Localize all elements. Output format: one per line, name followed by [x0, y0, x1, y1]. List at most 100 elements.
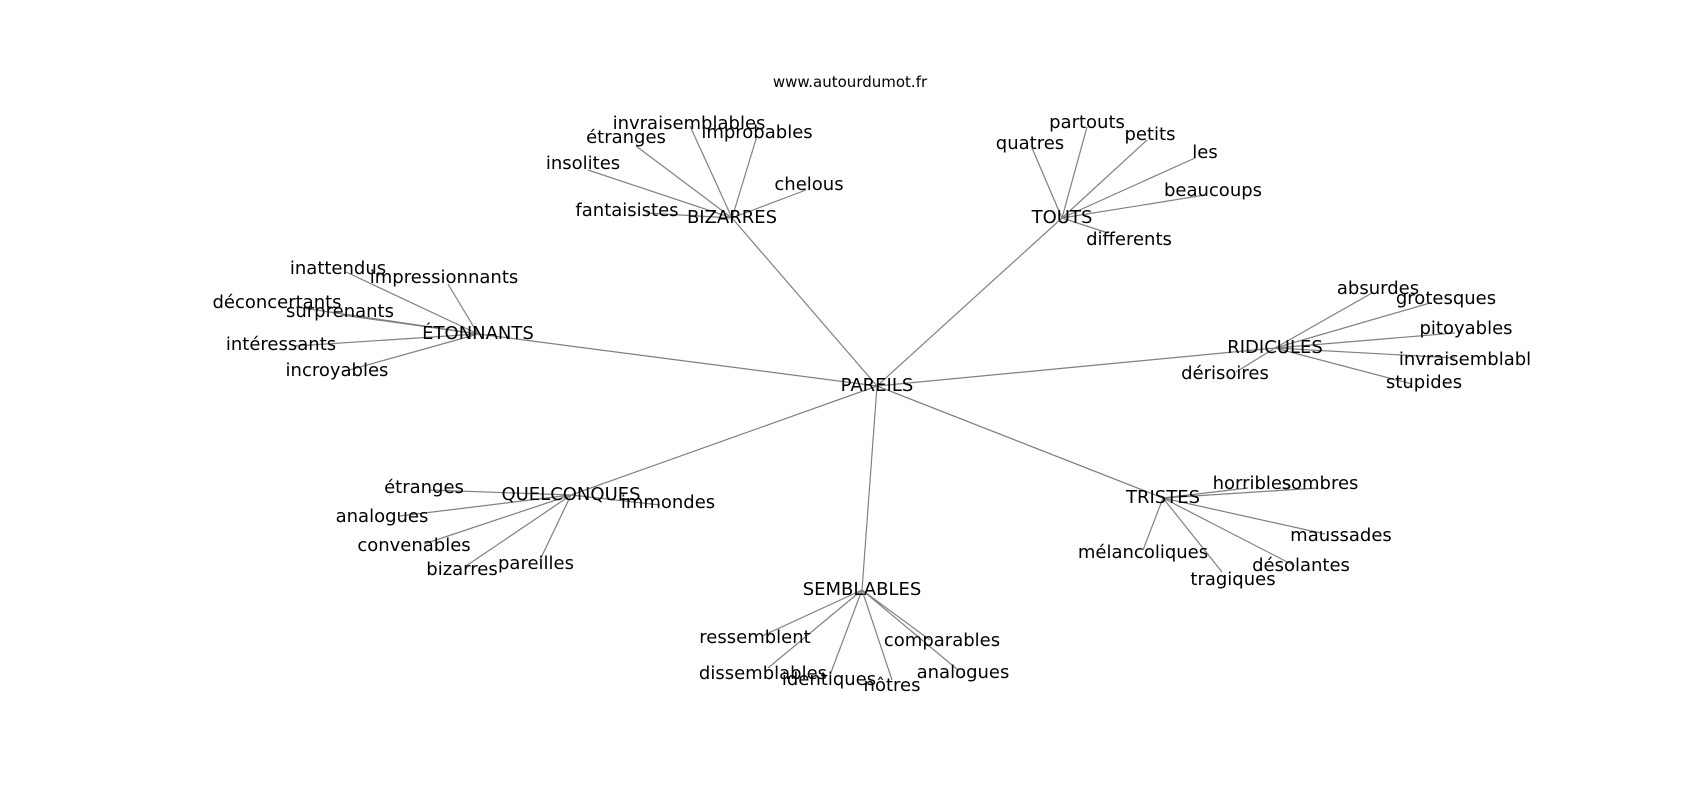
edge-bizarres-etranges: [635, 145, 733, 219]
leaf-node-etonnants-surprenants: surprenants: [286, 301, 394, 322]
cluster-node-semblables: SEMBLABLES: [803, 579, 922, 600]
leaf-node-bizarres-fantaisistes: fantaisistes: [575, 200, 678, 221]
leaf-node-etonnants-incroyables: incroyables: [286, 360, 389, 381]
edge-root-semblables: [861, 385, 878, 591]
leaf-node-ridicules-pitoyables: pitoyables: [1419, 318, 1512, 339]
leaf-node-semblables-identiques: identiques: [782, 669, 876, 690]
cluster-node-etonnants: ÉTONNANTS: [422, 322, 534, 344]
edge-bizarres-fantaisistes: [645, 212, 733, 219]
edge-tristes-maussades: [1162, 497, 1326, 535]
edge-semblables-dissemblables: [767, 589, 863, 669]
leaf-node-bizarres-etranges: étranges: [586, 127, 666, 148]
leaf-node-touts-differents: differents: [1086, 229, 1172, 250]
cluster-node-quelconques: QUELCONQUES: [501, 484, 640, 505]
graph-labels: PAREILS BIZARRES invraisemblablesimprobabl…: [212, 112, 1531, 696]
leaf-node-semblables-dissemblables: dissemblables: [699, 663, 827, 684]
edge-bizarres-insolites: [587, 169, 733, 219]
leaf-node-quelconques-bizarres: bizarres: [426, 559, 497, 580]
leaf-node-etonnants-interessants: intéressants: [226, 334, 336, 355]
edge-tristes-desolantes: [1162, 497, 1296, 567]
edge-quelconques-convenables: [423, 494, 572, 545]
edge-etonnants-surprenants: [341, 314, 479, 335]
leaf-node-touts-petits: petits: [1125, 124, 1176, 145]
edge-tristes-tragiques: [1162, 497, 1223, 573]
leaf-node-ridicules-derisoires: dérisoires: [1181, 363, 1269, 384]
leaf-node-quelconques-immondes: immondes: [621, 492, 715, 513]
leaf-node-etonnants-inattendus: inattendus: [290, 258, 386, 279]
edge-ridicules-absurdes: [1274, 292, 1373, 349]
edge-etonnants-incroyables: [341, 333, 479, 373]
leaf-node-bizarres-chelous: chelous: [774, 174, 843, 195]
leaf-node-bizarres-insolites: insolites: [546, 153, 620, 174]
edge-etonnants-interessants: [294, 333, 479, 347]
edge-bizarres-improbables: [731, 135, 758, 219]
edge-semblables-ressemblent: [761, 589, 863, 637]
edge-ridicules-stupides: [1274, 347, 1413, 385]
leaf-node-semblables-comparables: comparables: [884, 630, 1000, 651]
edge-ridicules-grotesques: [1274, 302, 1431, 349]
source-watermark: www.autourdumot.fr: [772, 73, 928, 91]
leaf-node-semblables-ressemblent: ressemblent: [699, 627, 810, 648]
leaf-node-semblables-analogues: analogues: [917, 662, 1010, 683]
leaf-node-etonnants-deconcertants: déconcertants: [212, 292, 341, 313]
leaf-node-etonnants-impressionnants: impressionnants: [370, 267, 519, 288]
cluster-node-touts: TOUTS: [1031, 207, 1093, 228]
edge-tristes-melancoliques: [1142, 497, 1164, 551]
edge-root-quelconques: [570, 385, 878, 496]
edge-touts-les: [1061, 157, 1196, 219]
leaf-node-ridicules-grotesques: grotesques: [1396, 288, 1496, 309]
edge-quelconques-etranges: [429, 489, 572, 496]
leaf-node-tristes-melancoliques: mélancoliques: [1078, 542, 1208, 563]
edge-quelconques-analogues: [399, 494, 572, 517]
leaf-node-tristes-desolantes: désolantes: [1252, 555, 1350, 576]
leaf-node-quelconques-analogues: analogues: [336, 506, 429, 527]
edge-touts-petits: [1061, 139, 1148, 219]
cluster-node-tristes: TRISTES: [1125, 487, 1200, 508]
leaf-node-tristes-tragiques: tragiques: [1190, 569, 1275, 590]
leaf-node-touts-quatres: quatres: [996, 133, 1064, 154]
leaf-node-semblables-notres: nôtres: [864, 675, 921, 696]
leaf-node-ridicules-invraisemblabl: invraisemblabl: [1399, 349, 1531, 370]
edge-quelconques-bizarres: [465, 494, 572, 567]
edge-root-touts: [876, 217, 1063, 387]
leaf-node-tristes-maussades: maussades: [1290, 525, 1392, 546]
edge-semblables-notres: [861, 589, 893, 681]
edge-quelconques-pareilles: [539, 494, 572, 561]
leaf-node-quelconques-pareilles: pareilles: [498, 553, 574, 574]
graph-edges: [294, 125, 1456, 681]
edge-etonnants-inattendus: [345, 271, 479, 335]
leaf-node-ridicules-absurdes: absurdes: [1337, 278, 1419, 299]
leaf-node-touts-les: les: [1192, 142, 1217, 163]
edge-tristes-sombres: [1162, 487, 1319, 499]
leaf-node-bizarres-improbables: improbables: [701, 122, 812, 143]
leaf-node-tristes-horribles: horribles: [1213, 473, 1292, 494]
edge-etonnants-impressionnants: [447, 283, 479, 335]
edge-ridicules-invraisemblabl: [1274, 347, 1456, 359]
edge-touts-quatres: [1031, 147, 1063, 219]
root-node-label: PAREILS: [841, 375, 914, 396]
edge-tristes-horribles: [1162, 487, 1249, 499]
edge-bizarres-invraisemblables: [689, 125, 733, 219]
cluster-node-bizarres: BIZARRES: [687, 207, 777, 228]
leaf-node-tristes-sombres: sombres: [1282, 473, 1359, 494]
edge-touts-partouts: [1061, 126, 1088, 219]
edge-touts-beaucoups: [1061, 194, 1206, 219]
edge-root-ridicules: [876, 347, 1276, 387]
leaf-node-touts-beaucoups: beaucoups: [1164, 180, 1262, 201]
edge-ridicules-derisoires: [1235, 347, 1276, 373]
leaf-node-ridicules-stupides: stupides: [1386, 372, 1462, 393]
edge-root-etonnants: [477, 333, 878, 387]
edge-root-tristes: [876, 385, 1164, 499]
edge-ridicules-pitoyables: [1274, 332, 1456, 349]
edge-semblables-identiques: [829, 589, 863, 676]
leaf-node-bizarres-invraisemblables: invraisemblables: [613, 113, 766, 134]
edge-quelconques-immondes: [570, 494, 661, 506]
leaf-node-quelconques-etranges: étranges: [384, 477, 464, 498]
edge-root-bizarres: [731, 217, 878, 387]
edge-semblables-analogues: [861, 589, 959, 671]
cluster-node-ridicules: RIDICULES: [1227, 337, 1323, 358]
leaf-node-touts-partouts: partouts: [1049, 112, 1125, 133]
edge-bizarres-chelous: [731, 189, 807, 219]
edge-semblables-comparables: [861, 589, 931, 641]
